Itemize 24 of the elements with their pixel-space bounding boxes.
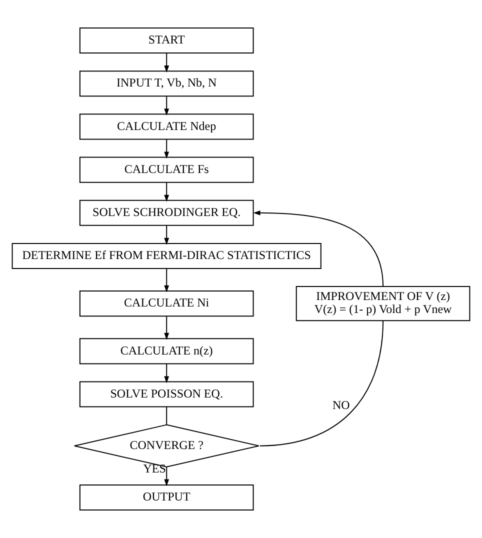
arrow	[164, 466, 170, 486]
arrow	[164, 138, 170, 159]
connector	[166, 406, 168, 426]
arrow	[253, 210, 384, 288]
arrow	[164, 52, 170, 73]
edge-label: NO	[332, 398, 350, 412]
node-box: CALCULATE Ni	[79, 290, 254, 317]
node-box: IMPROVEMENT OF V (z) V(z) = (1- p) Vold + p Vnew	[296, 286, 470, 322]
arrow	[164, 316, 170, 340]
arrow	[164, 225, 170, 245]
arrow	[164, 182, 170, 202]
arrow	[164, 363, 170, 384]
arrow	[164, 268, 170, 292]
connector	[259, 320, 384, 446]
node-box: START	[79, 28, 254, 54]
node-box: CALCULATE n(z)	[79, 338, 254, 364]
node-box: DETERMINE Ef FROM FERMI-DIRAC STATISTICTICS	[12, 242, 322, 269]
node-box: INPUT T, Vb, Nb, N	[79, 70, 254, 97]
arrow	[164, 96, 170, 116]
node-box: CALCULATE Ndep	[79, 114, 254, 140]
node-box: SOLVE POISSON EQ.	[79, 381, 254, 408]
node-box: OUTPUT	[79, 484, 254, 510]
node-box: SOLVE SCHRODINGER EQ.	[79, 200, 254, 226]
node-box: CALCULATE Fs	[79, 156, 254, 183]
